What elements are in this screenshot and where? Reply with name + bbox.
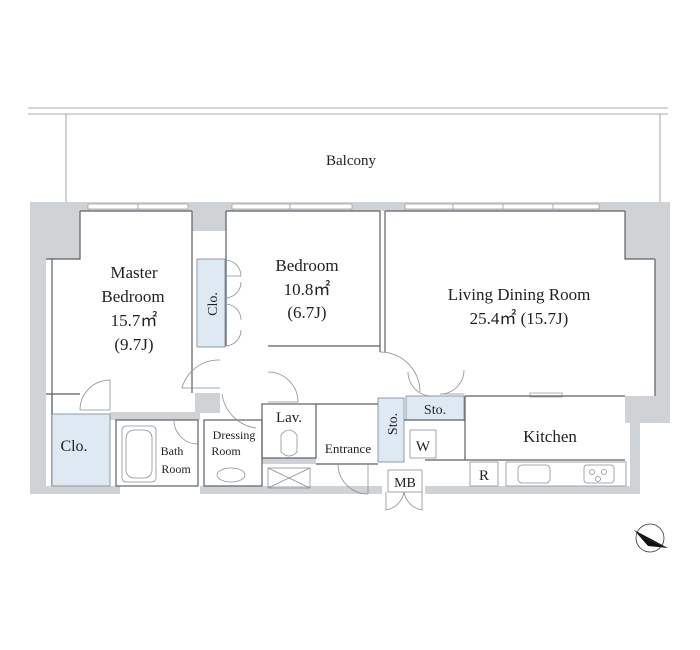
master-bedroom-label-1: Master: [110, 263, 158, 282]
kitchen-label: Kitchen: [523, 427, 577, 446]
storage-kitchen-label: Sto.: [424, 403, 446, 418]
living-dining-label: Living Dining Room: [448, 285, 591, 304]
closet-bedroom-area: [196, 258, 226, 348]
dressing-room-label-2: Room: [211, 444, 241, 458]
door-swings: [79, 259, 465, 511]
storage-entrance-area: [377, 397, 405, 463]
bath-room-label-1: Bath: [161, 444, 184, 458]
balcony-label: Balcony: [326, 153, 376, 169]
windows: [87, 203, 600, 398]
washer-label: W: [416, 439, 431, 455]
meter-box-label: MB: [394, 476, 416, 491]
lavatory-label: Lav.: [276, 410, 302, 426]
dressing-room-label-1: Dressing: [213, 428, 256, 442]
north-arrow-icon: [634, 523, 668, 553]
closet-bedroom-label: Clo.: [206, 292, 221, 316]
balcony-area: [28, 107, 668, 202]
storage-entrance-label: Sto.: [386, 413, 401, 435]
bedroom-label: Bedroom: [275, 256, 338, 275]
closet-master-label: Clo.: [60, 438, 87, 455]
bedroom-tatami: (6.7J): [287, 303, 326, 322]
storage-kitchen-area: [405, 395, 465, 421]
master-bedroom-area: 15.7㎡: [111, 311, 158, 330]
entrance-label: Entrance: [325, 441, 371, 456]
master-bedroom-tatami: (9.7J): [114, 335, 153, 354]
closet-master-area: [51, 413, 111, 487]
refrigerator-label: R: [479, 468, 489, 484]
room-outlines: [46, 210, 656, 486]
living-dining-area: 25.4㎡ (15.7J): [470, 309, 569, 328]
master-bedroom-label-2: Bedroom: [101, 287, 164, 306]
bath-room-label-2: Room: [161, 462, 191, 476]
bedroom-area: 10.8㎡: [284, 280, 331, 299]
